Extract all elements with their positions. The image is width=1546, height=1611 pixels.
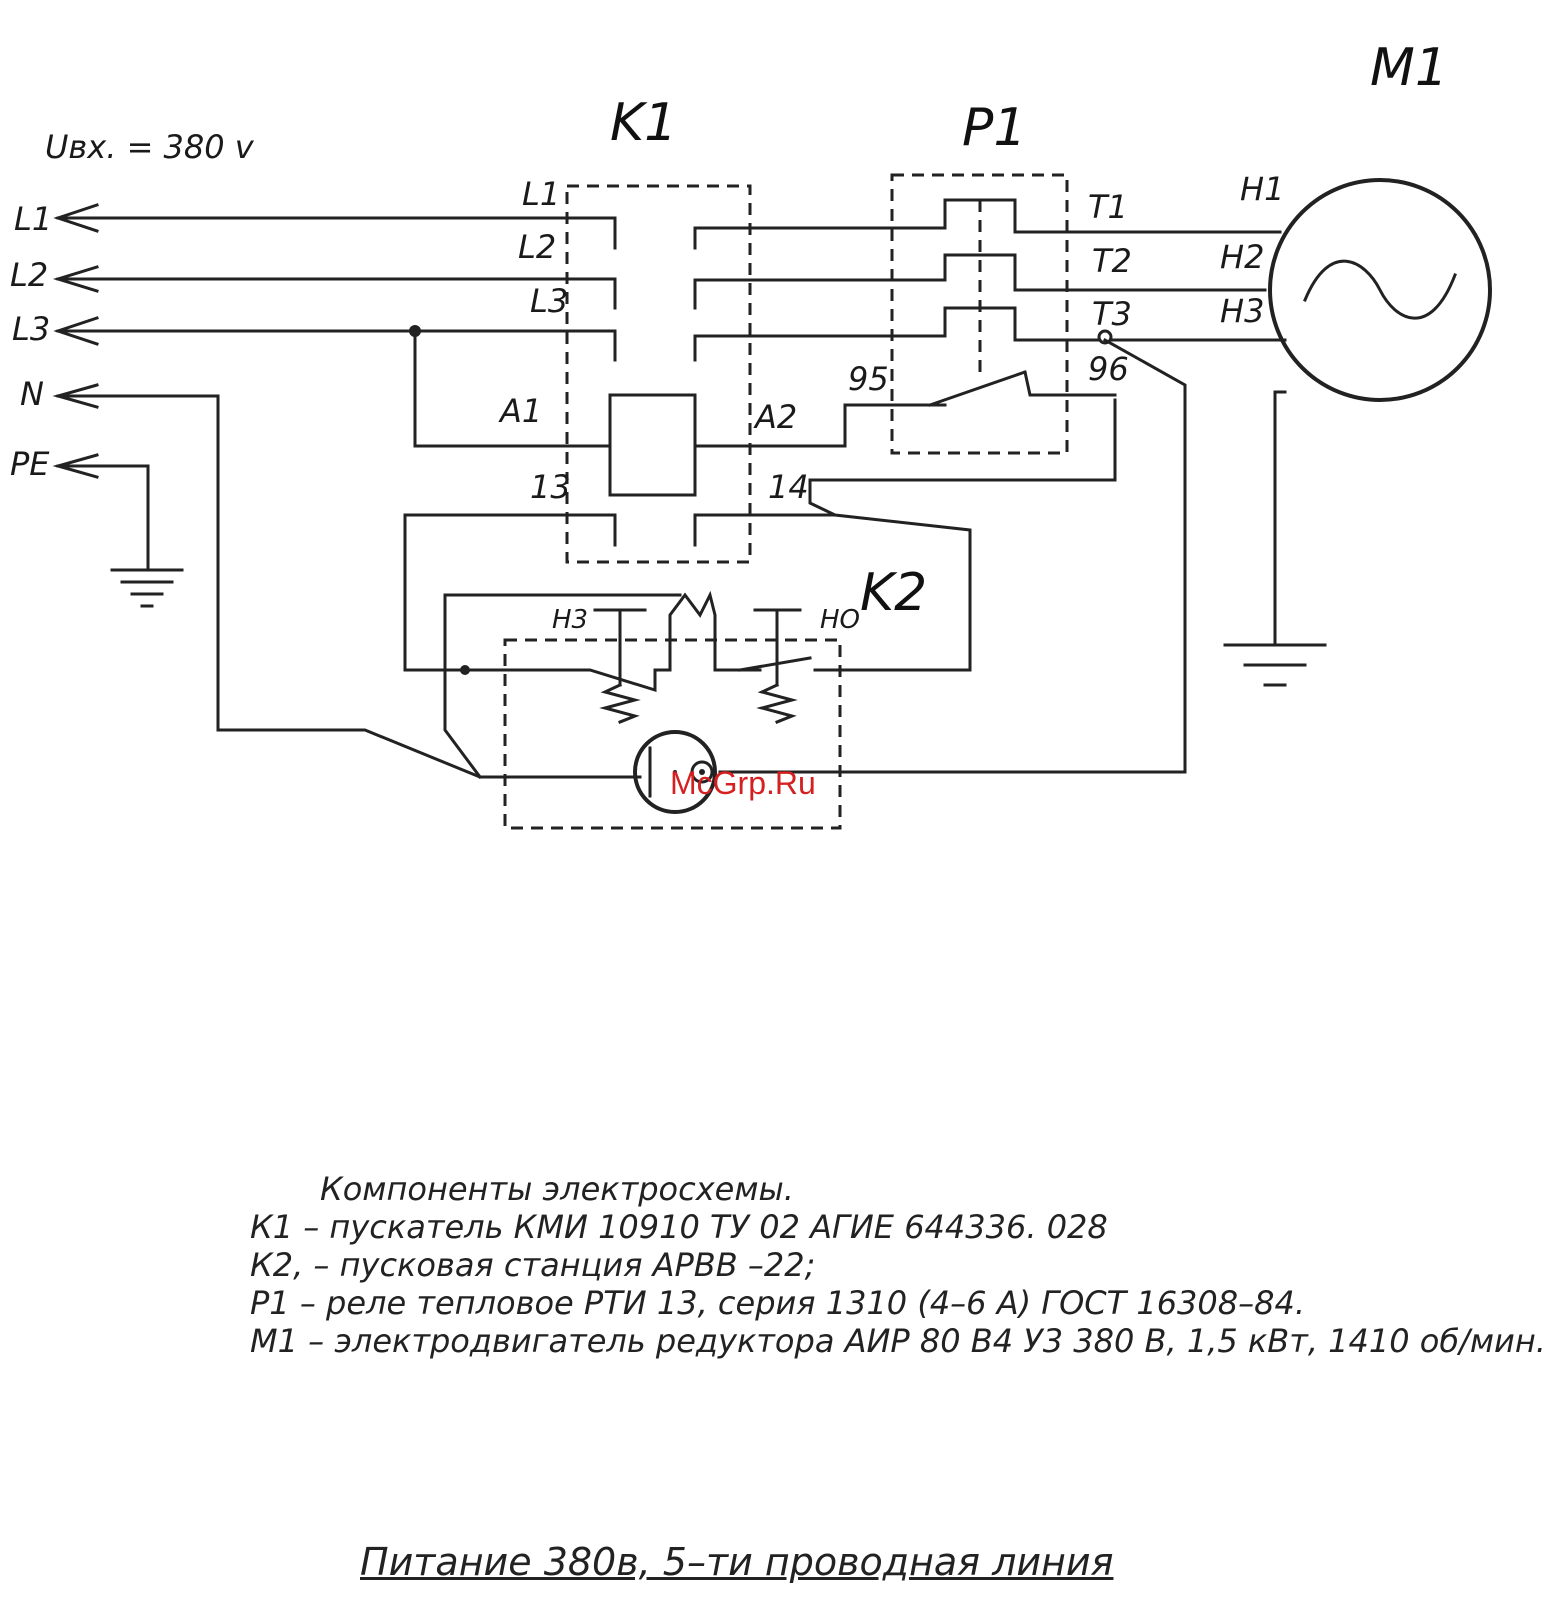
p1-title: P1	[962, 98, 1026, 158]
k1-14-label: 14	[768, 468, 809, 506]
legend-item: Р1 – реле тепловое РТИ 13, серия 1310 (4…	[250, 1284, 1306, 1322]
footer-caption: Питание 380в, 5–ти проводная линия	[360, 1540, 1114, 1584]
p1-t2-label: T2	[1092, 242, 1132, 280]
k2-no-contact	[713, 656, 887, 672]
terminal-l3-label: L3	[12, 310, 50, 348]
k1-a2-label: A2	[753, 398, 797, 436]
component-legend: Компоненты электросхемы. К1 – пускатель …	[250, 1170, 1546, 1360]
p1-thermal-relay: P1 T1 T2 T3 95 96	[718, 98, 1287, 774]
legend-item: К1 – пускатель КМИ 10910 ТУ 02 АГИЕ 6443…	[250, 1208, 1108, 1246]
ac-symbol-icon	[1303, 259, 1457, 320]
legend-item: М1 – электродвигатель редуктора АИР 80 В…	[250, 1322, 1546, 1360]
legend-heading: Компоненты электросхемы.	[320, 1170, 794, 1208]
m1-motor: M1 H1 H2 H3	[1220, 38, 1492, 647]
motor-circle	[1268, 178, 1492, 402]
k1-13-label: 13	[530, 468, 571, 506]
supply-terminals: L1 L2 L3 N PE	[10, 200, 99, 483]
terminal-l2-label: L2	[10, 256, 48, 294]
k1-coil	[608, 393, 697, 497]
terminal-l1-label: L1	[14, 200, 52, 238]
k2-start-station: K2 H3 HO	[443, 563, 927, 830]
terminal-pe-label: PE	[10, 445, 50, 483]
p1-t1-label: T1	[1088, 188, 1128, 226]
k2-nc-contact	[463, 668, 672, 693]
ground-icon	[1223, 643, 1327, 687]
m1-h3-label: H3	[1220, 292, 1264, 330]
legend-item: К2, – пусковая станция АРВВ –22;	[250, 1246, 816, 1284]
k1-title: K1	[610, 93, 677, 153]
terminal-n-label: N	[20, 375, 44, 413]
ground-icon	[110, 568, 184, 608]
indicator-lamp-icon	[633, 730, 717, 814]
p1-96-label: 96	[1088, 350, 1129, 388]
k2-nc-label: H3	[552, 605, 588, 635]
k1-l3-label: L3	[530, 282, 568, 320]
k1-l1-label: L1	[522, 175, 560, 213]
k2-title: K2	[860, 563, 927, 623]
watermark: McGrp.Ru	[670, 765, 816, 801]
k1-l2-label: L2	[518, 228, 556, 266]
p1-t3-label: T3	[1092, 295, 1132, 333]
supply-wires	[56, 216, 642, 779]
junction-dot	[460, 665, 470, 675]
m1-h2-label: H2	[1220, 238, 1264, 276]
k2-no-label: HO	[820, 605, 860, 635]
m1-title: M1	[1370, 38, 1448, 98]
spring-icon	[599, 683, 641, 724]
p1-95-label: 95	[848, 360, 889, 398]
input-voltage-label: Uвх. = 380 v	[45, 128, 255, 166]
k1-a1-label: A1	[498, 392, 542, 430]
m1-h1-label: H1	[1240, 170, 1284, 208]
spring-icon	[756, 683, 798, 724]
k1-contactor: K1 L1 L2 L3 A1 A2 13 14	[403, 93, 1117, 672]
